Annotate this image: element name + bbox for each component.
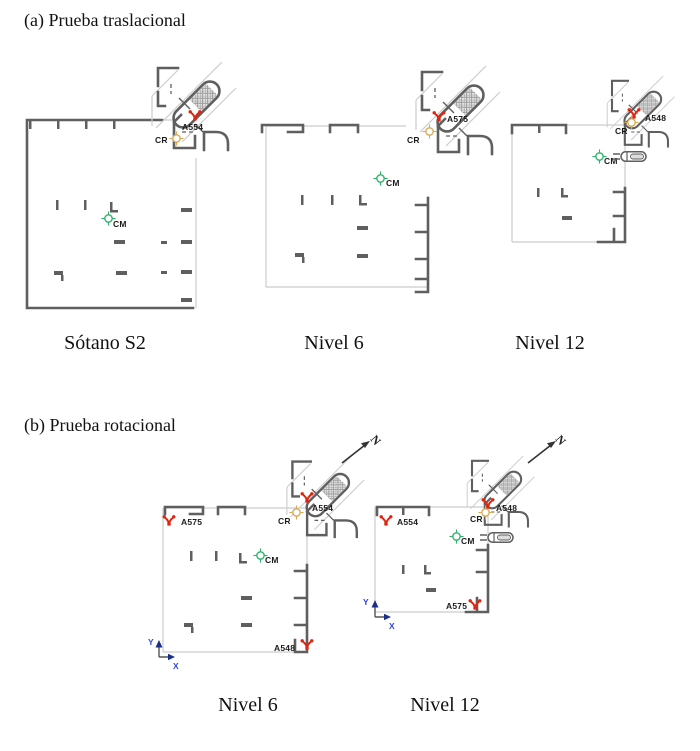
caption-nivel12-a: Nivel 12 bbox=[515, 332, 585, 354]
cr-label: CR bbox=[155, 135, 168, 145]
accelerometer-icon bbox=[379, 514, 393, 526]
section-a-heading: (a) Prueba traslacional bbox=[24, 10, 186, 30]
accelerometer-icon bbox=[481, 497, 495, 509]
lying-capsule-icon bbox=[479, 531, 515, 544]
caption-nivel6-a: Nivel 6 bbox=[304, 332, 364, 354]
stair-tower-icon bbox=[285, 456, 366, 539]
floorplan-nivel6-b bbox=[155, 441, 370, 661]
accelerometer-icon bbox=[468, 598, 482, 610]
xy-axes-icon bbox=[371, 600, 391, 621]
floorplan-nivel12-b bbox=[371, 441, 556, 621]
caption-nivel12-b: Nivel 12 bbox=[410, 694, 480, 716]
sensor-label: A548 bbox=[496, 503, 518, 513]
caption-nivel6-b: Nivel 6 bbox=[218, 694, 278, 716]
accelerometer-icon bbox=[188, 109, 202, 121]
axis-x-label: X bbox=[389, 621, 395, 631]
cm-label: CM bbox=[461, 536, 475, 546]
accelerometer-icon bbox=[627, 107, 641, 119]
caption-sotano-s2: Sótano S2 bbox=[64, 332, 146, 354]
cr-target-icon bbox=[169, 131, 184, 146]
accelerometer-icon bbox=[162, 514, 176, 526]
lying-capsule-icon bbox=[612, 150, 648, 163]
sensor-label: A554 bbox=[182, 122, 204, 132]
cr-label: CR bbox=[278, 516, 291, 526]
sensor-label: A575 bbox=[181, 517, 203, 527]
sensor-label: A554 bbox=[397, 517, 419, 527]
sensor-label: A575 bbox=[447, 114, 469, 124]
cm-label: CM bbox=[265, 555, 279, 565]
cr-label: CR bbox=[615, 126, 628, 136]
sensor-label: A575 bbox=[446, 601, 468, 611]
cr-target-icon bbox=[422, 124, 437, 139]
axis-y-label: Y bbox=[148, 637, 154, 647]
cr-target-icon bbox=[289, 505, 304, 520]
cm-label: CM bbox=[604, 156, 618, 166]
cm-label: CM bbox=[386, 178, 400, 188]
north-arrow-icon bbox=[341, 444, 366, 464]
xy-axes-icon bbox=[155, 640, 175, 661]
cr-label: CR bbox=[470, 514, 483, 524]
sensor-label: A548 bbox=[274, 643, 296, 653]
section-b-heading: (b) Prueba rotacional bbox=[24, 415, 176, 435]
floorplan-nivel12-a bbox=[510, 76, 676, 244]
accelerometer-icon bbox=[300, 491, 314, 503]
stair-tower-icon bbox=[414, 66, 502, 156]
axis-x-label: X bbox=[173, 661, 179, 671]
accelerometer-icon bbox=[300, 638, 314, 650]
sensor-label: A554 bbox=[312, 503, 334, 513]
cr-label: CR bbox=[407, 135, 420, 145]
cm-label: CM bbox=[113, 219, 127, 229]
axis-y-label: Y bbox=[363, 597, 369, 607]
floorplan-sotano-s2 bbox=[25, 62, 238, 310]
floorplan-nivel6-a bbox=[260, 66, 502, 294]
accelerometer-icon bbox=[432, 110, 446, 122]
sensor-label: A548 bbox=[645, 113, 667, 123]
north-arrow-icon bbox=[527, 444, 552, 464]
